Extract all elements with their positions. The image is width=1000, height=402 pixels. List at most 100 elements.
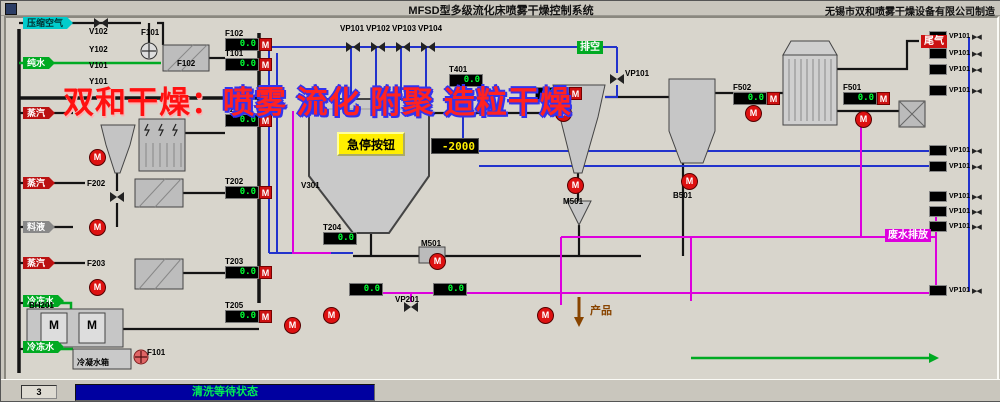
title-bar: MFSD型多级流化床喷雾干燥控制系统 无锡市双和喷雾干燥设备有限公司制造 [1,1,1000,18]
remote-valve[interactable]: VP101 ▶◀ [929,64,982,75]
equipment-tag: V301 [301,181,320,190]
feed-source-label: 压缩空气 [23,17,74,29]
process-value-display: T204 0.0 [323,223,373,245]
remote-valve[interactable]: VP101 ▶◀ [929,191,982,202]
window-title: MFSD型多级流化床喷雾干燥控制系统 [408,5,594,17]
feed-source-label: 冷冻水 [23,295,65,307]
motor-badge[interactable]: M [259,310,272,323]
feed-text: 蒸汽 [27,108,46,118]
product-arrow [574,297,584,327]
valve-tag: VP101 [949,223,971,230]
valve-indicator [929,221,947,232]
pump-motor-icon[interactable]: M [745,105,762,122]
bag-filter [138,118,186,172]
process-value-display: T202 0.0 M [225,177,275,199]
pump-motor-icon[interactable]: M [89,279,106,296]
process-value-display: 0.0 M [535,87,585,100]
remote-valve[interactable]: VP101 ▶◀ [929,48,982,59]
weight-level-display: -2000 [431,138,479,154]
feed-source-label: 蒸汽 [23,177,56,189]
motor-badge[interactable]: M [877,92,890,105]
pump-motor-icon[interactable]: M [537,307,554,324]
remote-valve[interactable]: VP101 ▶◀ [929,145,982,156]
process-value-display: T101 0.0 M [225,49,275,71]
display-tag: T401 [449,65,468,74]
valve-icon: ▶◀ [972,147,982,155]
display-tag: F102 [225,29,244,38]
process-value-display: 0.0 [349,283,399,296]
feed-source-label: 纯水 [23,57,56,69]
remote-valve[interactable]: VP101 ▶◀ [929,161,982,172]
pump-motor-icon[interactable]: M [567,177,584,194]
display-value: 0.0 [843,92,877,105]
process-value-display: T203 0.0 M [225,257,275,279]
equipment-tag: VP104 [418,24,443,33]
fluidbed-hopper [668,78,716,164]
motor-badge[interactable]: M [259,186,272,199]
valve-tag: VP101 [949,193,971,200]
equipment-tag: Y102 [89,45,108,54]
equipment-tag: F202 [87,179,106,188]
display-value: 0.0 [225,266,259,279]
valve-symbols [94,18,624,312]
display-value: 0.0 [535,87,569,100]
motor-badge[interactable]: M [259,38,272,51]
feed-text: 蒸汽 [27,178,46,188]
remote-valve[interactable]: VP101 ▶◀ [929,285,982,296]
display-tag: T205 [225,301,244,310]
motor-badge[interactable]: M [259,266,272,279]
equipment-tag: BH201 [29,301,54,310]
pump-motor-icon[interactable]: M [429,253,446,270]
feed-source-label: 料液 [23,221,56,233]
remote-valve[interactable]: VP101 ▶◀ [929,206,982,217]
display-tag: F501 [843,83,862,92]
pump-motor-icon[interactable]: M [89,149,106,166]
display-tag: T204 [323,223,342,232]
pump-motor-icon[interactable]: M [284,317,301,334]
heaters [134,44,210,290]
valve-tag: VP101 [949,163,971,170]
valve-tag: VP101 [949,287,971,294]
valve-indicator [929,85,947,96]
motor-badge[interactable]: M [259,114,272,127]
feed-text: 压缩空气 [27,18,64,28]
process-value-display: F502 0.0 M [733,83,783,105]
display-tag: T203 [225,257,244,266]
feed-text: 料液 [27,222,46,232]
pump-motor-icon[interactable]: M [555,105,572,122]
feed-text: 冷冻水 [27,296,55,306]
valve-indicator [929,191,947,202]
display-value: 0.0 [449,74,483,87]
flow-badge: 废水排放 [885,229,931,242]
valve-icon: ▶◀ [972,208,982,216]
valve-indicator [929,206,947,217]
display-value: 0.0 [225,38,259,51]
valve-icon: ▶◀ [972,163,982,171]
pump-motor-icon[interactable]: M [681,173,698,190]
pump-motor-icon[interactable]: M [89,219,106,236]
equipment-tag: M [87,318,97,332]
valve-tag: VP101 [949,33,971,40]
display-value: 0.0 [225,310,259,323]
emergency-stop-button[interactable]: 急停按钮 [337,132,405,156]
remote-valve[interactable]: VP101 ▶◀ [929,85,982,96]
valve-icon: ▶◀ [972,193,982,201]
motor-badge[interactable]: M [569,87,582,100]
manufacturer-label: 无锡市双和喷雾干燥设备有限公司制造 [825,7,995,18]
motor-badge[interactable]: M [767,92,780,105]
feed-text: 蒸汽 [27,258,46,268]
pump-motor-icon[interactable]: M [855,111,872,128]
motor-badge[interactable]: M [259,58,272,71]
equipment-tag: VP103 [392,24,417,33]
display-tag: T201 [225,105,244,114]
pump-motor-icon[interactable]: M [323,307,340,324]
main-pipes [17,29,261,373]
remote-valve[interactable]: VP101 ▶◀ [929,221,982,232]
drying-chamber [308,98,430,234]
fan-f101 [140,42,158,60]
process-value-display: T205 0.0 M [225,301,275,323]
